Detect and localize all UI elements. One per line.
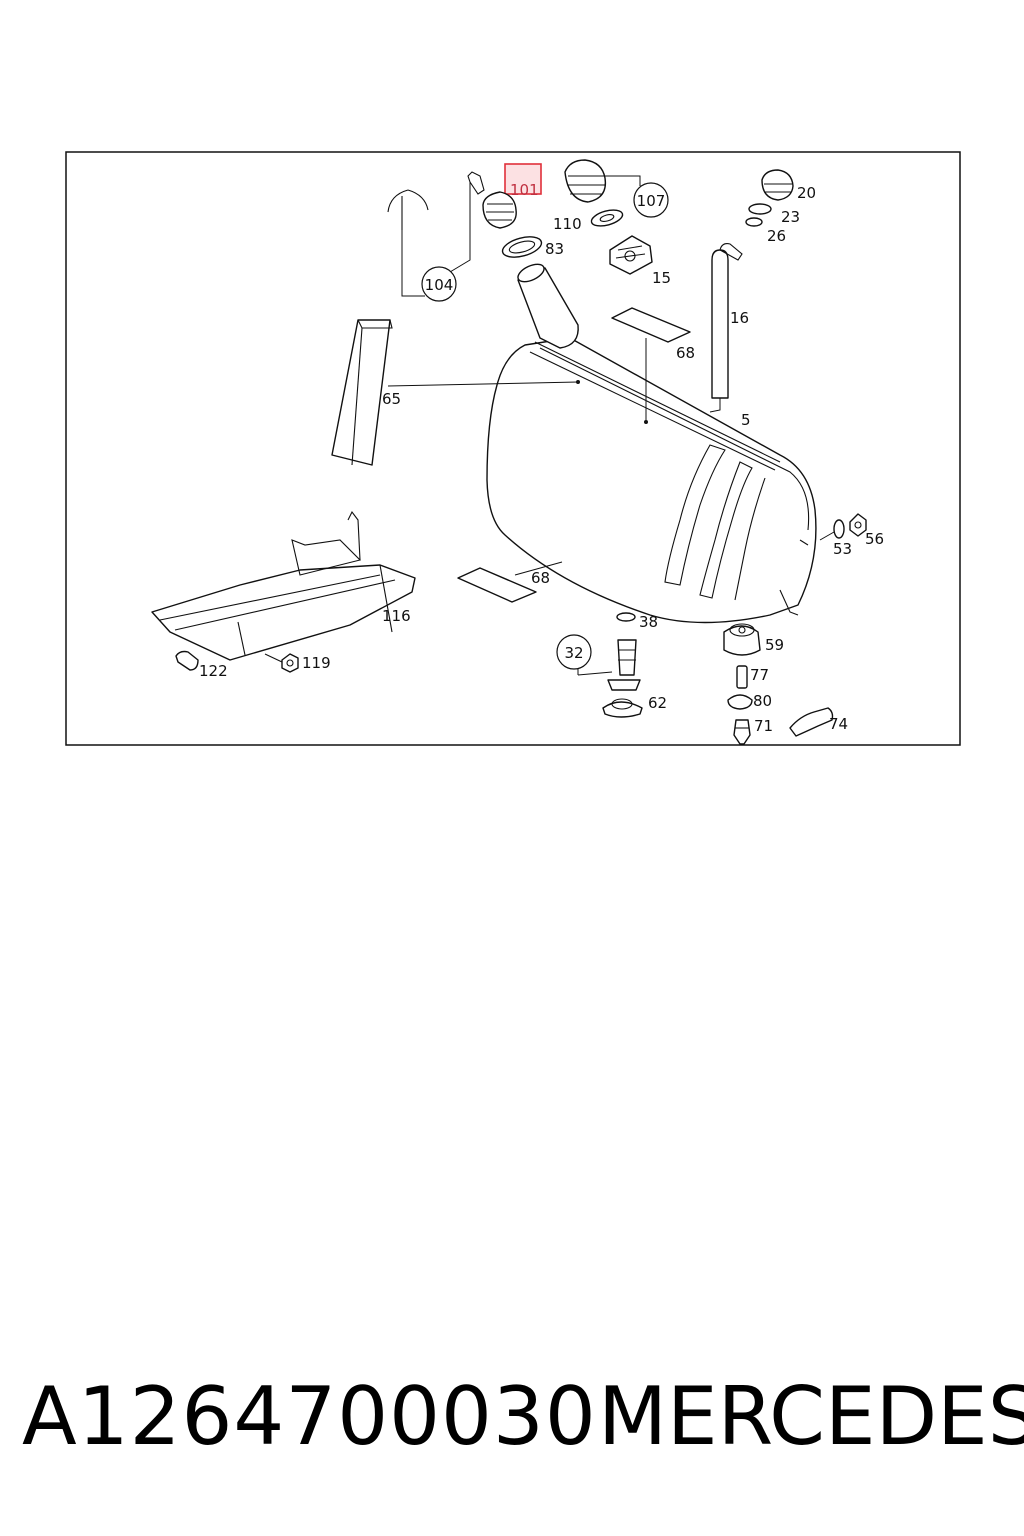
sender-15 [609,235,653,275]
callout-101[interactable]: 101 [510,181,539,199]
callout-74: 74 [829,715,848,733]
callout-68-lower: 68 [531,569,550,587]
fuel-tank [486,263,817,624]
callout-53: 53 [833,540,852,558]
callout-circle-107 [633,182,669,218]
callout-110: 110 [553,215,582,233]
pad-68-upper [611,307,691,343]
part-number: A1264700030 [22,1370,597,1463]
fitting-71 [733,719,751,745]
nut-119 [281,653,299,673]
callout-56: 56 [865,530,884,548]
brand-name: MERCEDES [598,1370,1024,1463]
callout-83: 83 [545,240,564,258]
drain-plug-32 [607,639,641,691]
callout-80: 80 [753,692,772,710]
callout-122: 122 [199,662,228,680]
nut-56 [849,513,867,537]
bushing-122 [175,650,199,671]
vent-pipe-16 [709,243,743,413]
callout-116: 116 [382,607,411,625]
callout-77: 77 [750,666,769,684]
callout-circle-32 [556,634,592,670]
elbow-74 [789,707,834,737]
callout-38: 38 [639,613,658,631]
cap-107 [564,159,607,203]
callout-5: 5 [741,411,751,429]
clamp-80 [727,694,753,710]
callout-59: 59 [765,636,784,654]
callout-71: 71 [754,717,773,735]
highlight-box-101[interactable] [504,163,542,195]
washer-110 [590,209,624,227]
callout-68-upper: 68 [676,344,695,362]
fittings-20-23-26 [745,169,794,227]
callout-15: 15 [652,269,671,287]
heat-shield [151,510,416,661]
parts-diagram: 101 107 110 83 104 15 20 23 26 16 68 65 … [65,151,961,746]
callout-26: 26 [767,227,786,245]
diagram-frame [65,151,961,746]
washer-38 [616,612,636,622]
washer-53 [833,519,845,539]
pump-59 [723,623,761,656]
callout-62: 62 [648,694,667,712]
callout-32: 32 [564,644,583,662]
callout-104: 104 [425,276,454,294]
callout-16: 16 [730,309,749,327]
callout-circle-104 [421,266,457,302]
callout-20: 20 [797,184,816,202]
pad-68-lower [457,567,537,603]
strap-pad [331,319,393,466]
callout-65: 65 [382,390,401,408]
clip-104 [387,189,429,230]
footer: A1264700030 MERCEDES [0,1370,1024,1470]
pin-77 [736,665,748,689]
callout-119: 119 [302,654,331,672]
callout-23: 23 [781,208,800,226]
seal-83 [501,236,543,258]
cap-101 [482,191,517,229]
callout-107: 107 [637,192,666,210]
